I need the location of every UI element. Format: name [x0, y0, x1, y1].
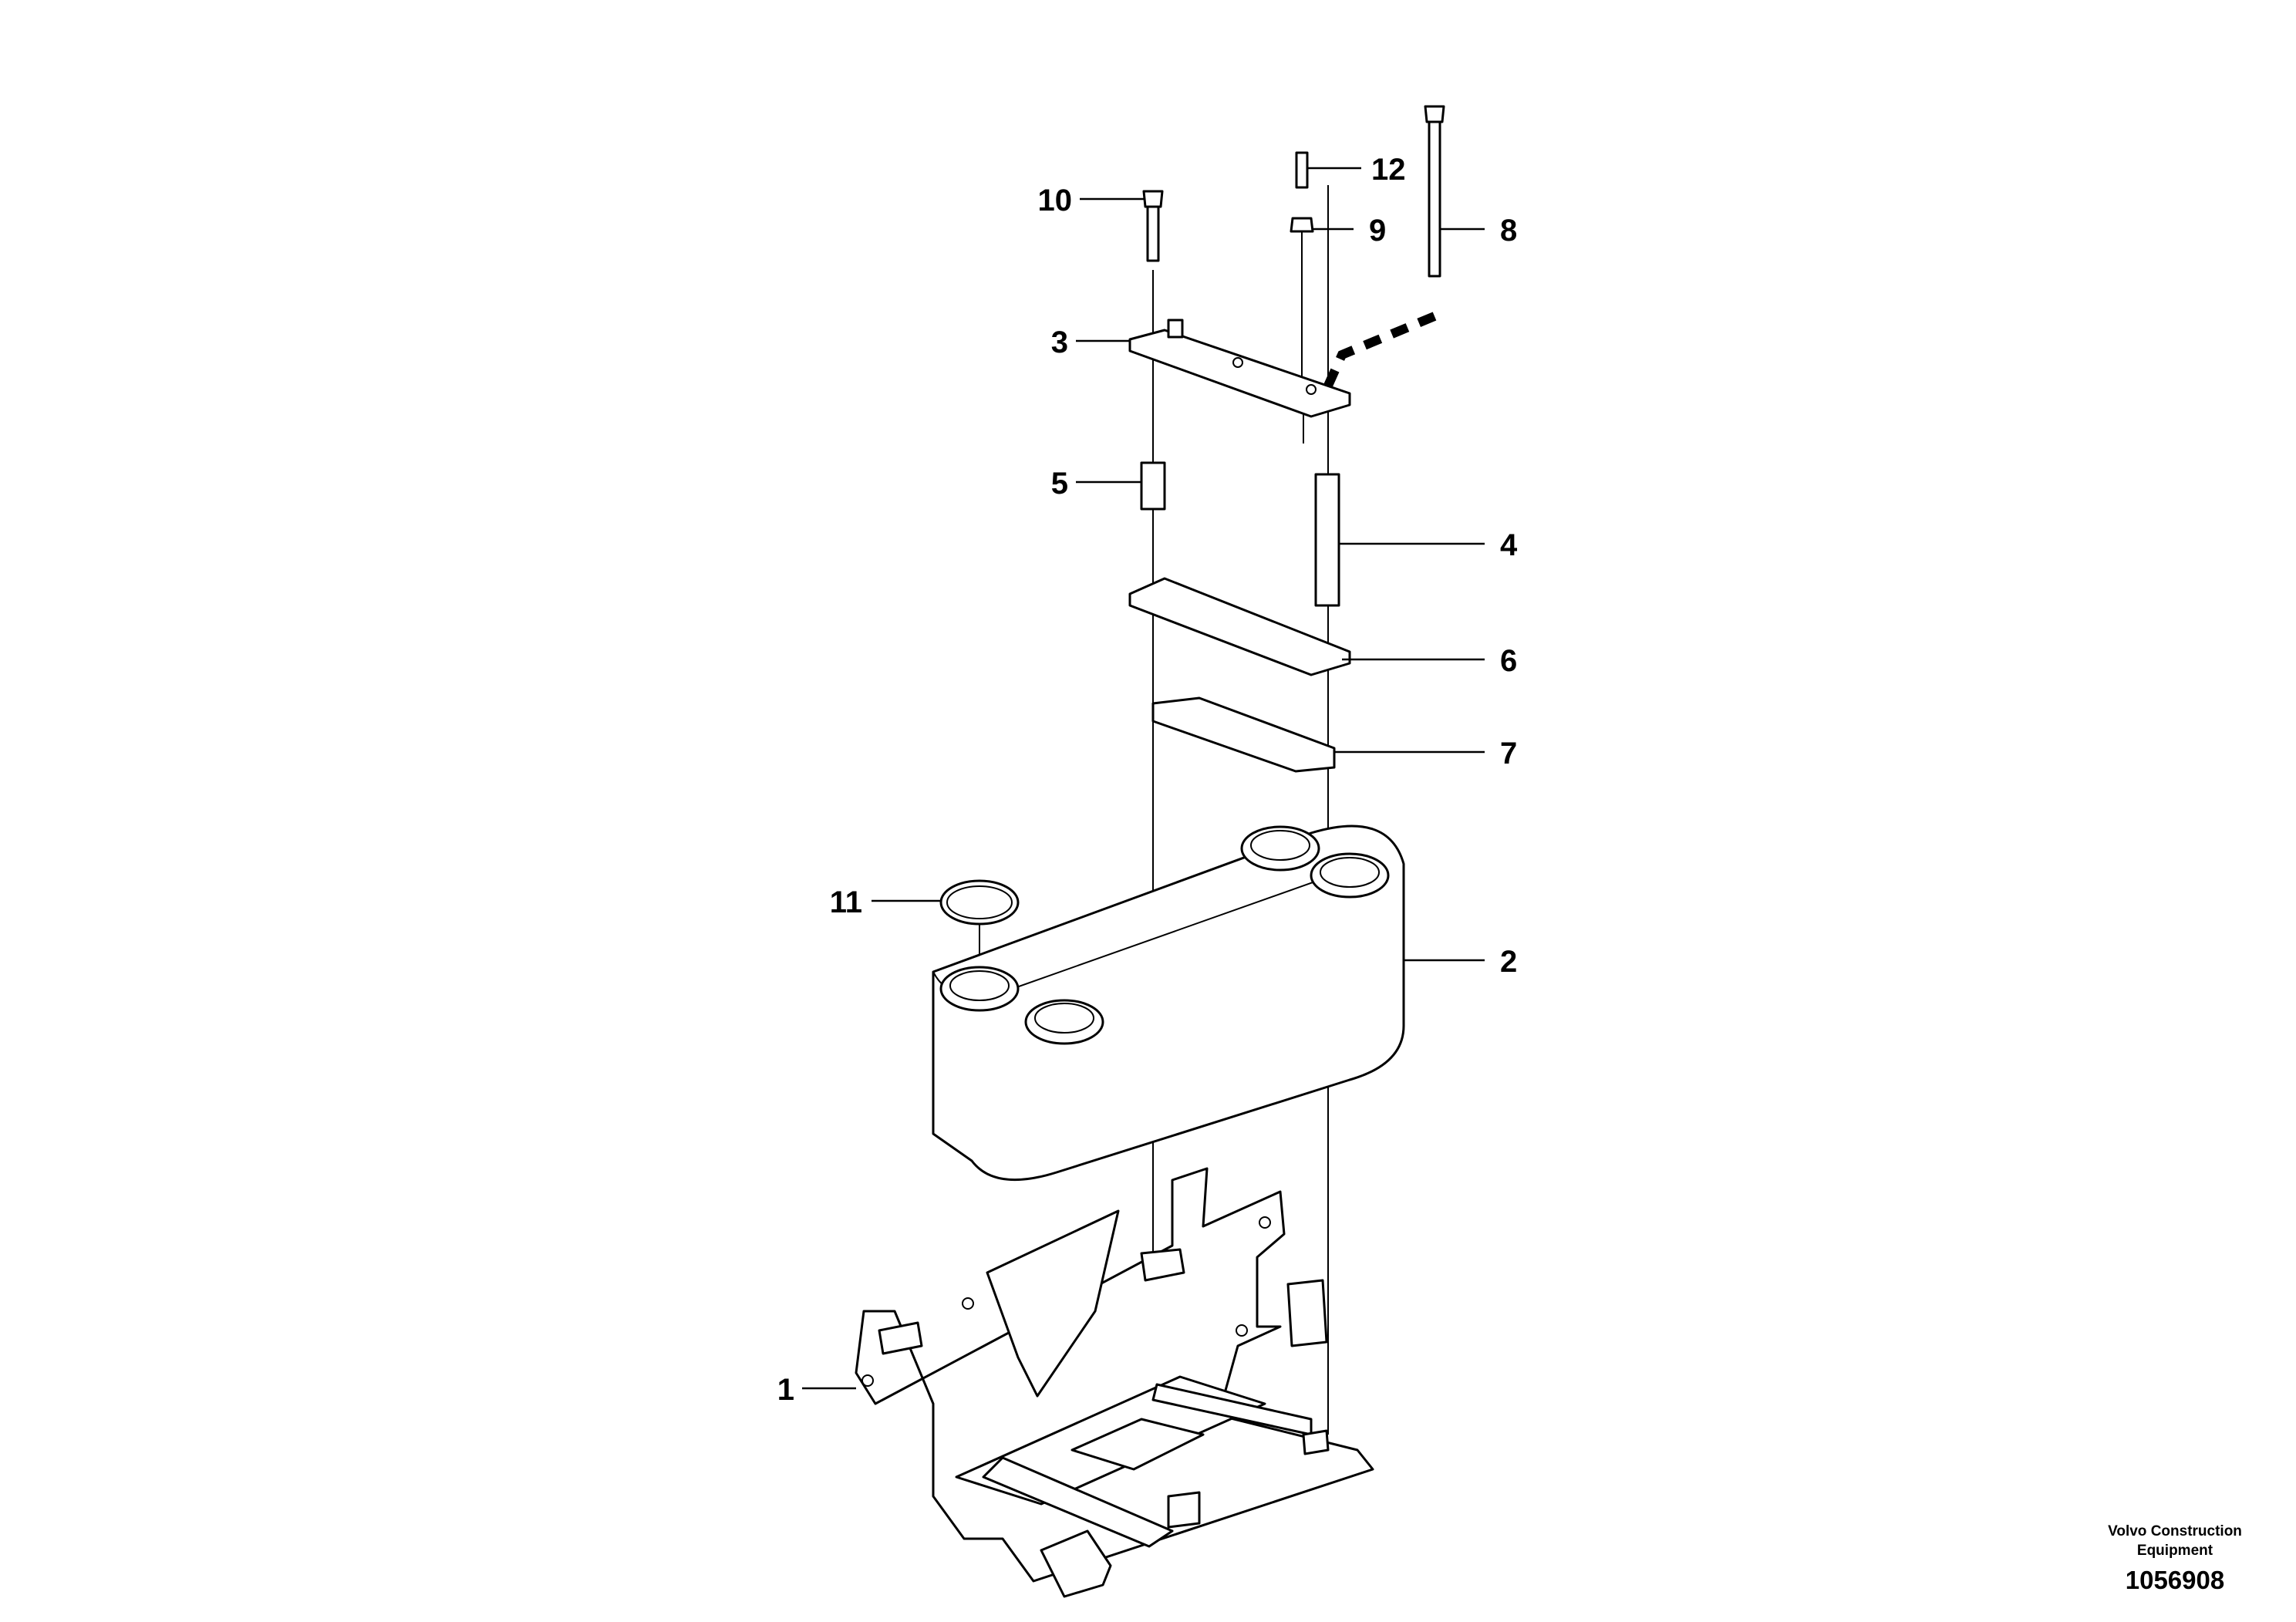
- callout-9: 9: [1369, 214, 1386, 248]
- part-8-long-bolt: [1323, 105, 1445, 388]
- callout-11: 11: [830, 885, 862, 919]
- part-7-pad: [1151, 696, 1336, 773]
- part-6-strap: [1128, 577, 1351, 676]
- credit-line-1: Volvo Construction: [2108, 1523, 2242, 1539]
- callout-10: 10: [1038, 184, 1073, 218]
- part-10-bolt: [1142, 190, 1164, 262]
- callout-8: 8: [1500, 214, 1517, 248]
- part-12-stud: [1295, 151, 1309, 189]
- callout-1: 1: [777, 1373, 794, 1407]
- part-1-bracket: [855, 1167, 1374, 1598]
- credit-block: Volvo Construction Equipment 1056908: [2108, 1523, 2242, 1594]
- part-3-plate: [1128, 319, 1351, 418]
- part-11-o-ring: [939, 879, 1020, 926]
- callout-leaders: [802, 167, 1485, 1390]
- callout-3: 3: [1051, 325, 1068, 359]
- callout-5: 5: [1051, 467, 1068, 501]
- part-2-cooler: [932, 824, 1405, 1182]
- callout-6: 6: [1500, 644, 1517, 678]
- drawing-number: 1056908: [2126, 1566, 2224, 1594]
- callout-7: 7: [1500, 737, 1517, 771]
- callout-12: 12: [1371, 153, 1406, 187]
- part-4-spacer: [1314, 473, 1340, 607]
- credit-line-2: Equipment: [2137, 1543, 2213, 1559]
- part-5-spacer: [1140, 461, 1166, 511]
- part-9-nut: [1290, 217, 1314, 233]
- callout-4: 4: [1500, 528, 1518, 562]
- callout-numbers: 1 2 3 4 5 6 7 8 9 10 11 12: [777, 153, 1518, 1407]
- callout-2: 2: [1500, 945, 1517, 979]
